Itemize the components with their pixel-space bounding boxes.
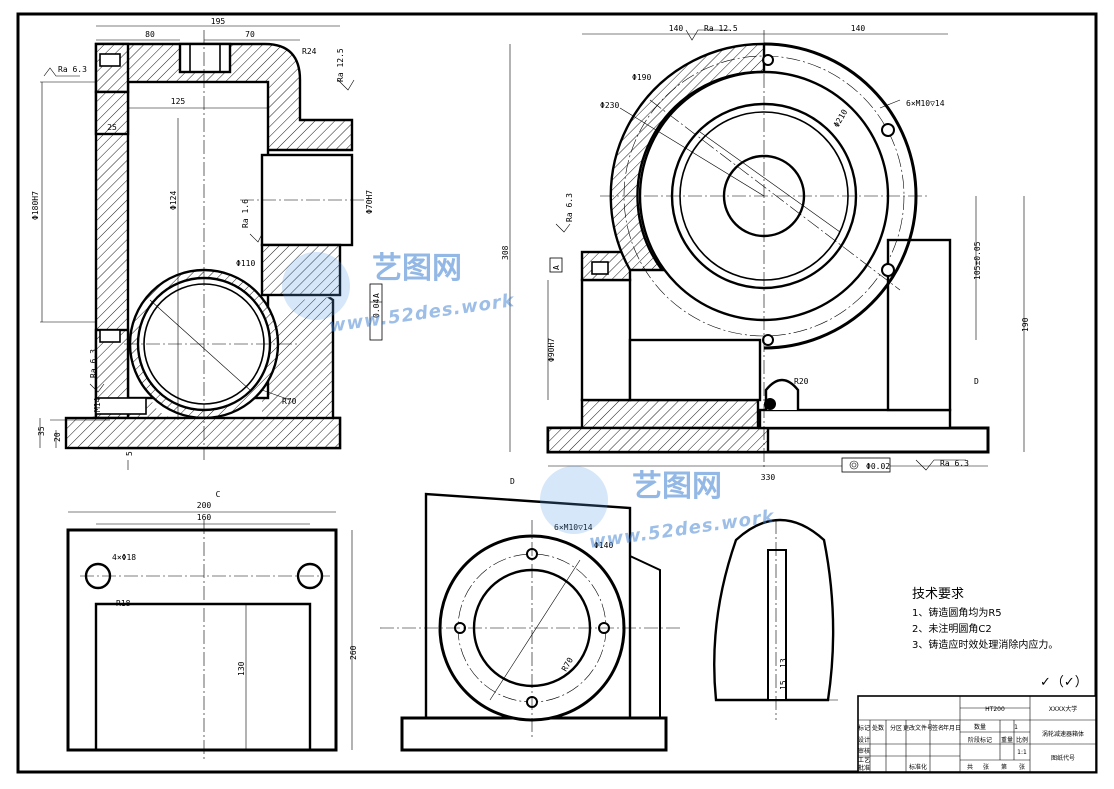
dim-140-left: 140 (669, 24, 684, 33)
dim-overall-width: 195 (211, 17, 226, 26)
tb-qty-label: 数量 (974, 723, 986, 731)
dim-13: 13 (779, 658, 788, 668)
tb-scale-value: 1:1 (1017, 749, 1027, 756)
tb-sheet-label-2: 张 (983, 763, 989, 771)
tb-row-label-2: 处数 (872, 724, 884, 732)
dim-5: 5 (125, 451, 134, 456)
dim-330: 330 (761, 473, 776, 482)
watermark-brand-1: 艺图网 (372, 251, 462, 286)
dim-105: 105±0.05 (973, 241, 982, 280)
dim-25: 25 (107, 123, 117, 132)
tb-sheet-label-1: 共 (967, 763, 973, 771)
technical-requirements: 技术要求 1、铸造圆角均为R5 2、未注明圆角C2 3、铸造应时效处理消除内应力… (912, 587, 1088, 690)
roughness-ra63-side: Ra 6.3 (565, 193, 574, 222)
tb-scale-label: 比例 (1016, 736, 1028, 744)
dim-phi210: Φ210 (832, 108, 850, 129)
tb-side-label-4: 标准化 (909, 763, 927, 771)
top-view: C 200 160 4×Φ18 R18 130 260 (66, 490, 358, 760)
datum-a-front: A (372, 293, 381, 298)
dim-phi190: Φ190 (632, 73, 651, 82)
surface-roughness-mark: ✓（✓） (1040, 675, 1088, 690)
view-label-c: C (216, 490, 221, 499)
dim-6xm10-d: 6×M10▽14 (554, 523, 593, 532)
tb-side-label-3: 工艺 (858, 756, 870, 764)
roughness-ra63-lower: Ra 6.3 (89, 349, 98, 378)
dim-125: 125 (171, 97, 186, 106)
dim-phi140: Φ140 (594, 541, 613, 550)
dim-160: 160 (197, 513, 212, 522)
dim-r18: R18 (116, 599, 131, 608)
tb-drawing-code: 图纸代号 (1051, 754, 1075, 762)
dim-r70: R70 (282, 397, 297, 406)
roughness-ra125-top: Ra 12.5 (704, 24, 738, 33)
tolerance-004: 0.04 (372, 299, 381, 318)
dim-phi180h7: Φ180H7 (31, 191, 40, 220)
dim-15: 15 (779, 680, 788, 690)
dim-70: 70 (245, 30, 255, 39)
tb-school: XXXX大学 (1049, 705, 1077, 713)
watermark-brand-2: 艺图网 (632, 469, 722, 504)
dim-140-right: 140 (851, 24, 866, 33)
rib-section-view: 13 15 (713, 518, 838, 720)
tb-side-label-5: 批准 (858, 764, 870, 772)
dim-phi90h7: Φ90H7 (547, 338, 556, 362)
roughness-ra63-base: Ra 6.3 (940, 459, 969, 468)
dim-200: 200 (197, 501, 212, 510)
dim-phi70h7: Φ70H7 (365, 190, 374, 214)
dim-phi124: Φ124 (169, 191, 178, 210)
dim-80: 80 (145, 30, 155, 39)
tb-part-name: 涡轮减速器箱体 (1042, 730, 1084, 738)
tb-row-label-4: 更改文件号 (903, 724, 933, 732)
tb-weight-label: 重量 (1001, 736, 1013, 744)
tb-sheet-label-4: 张 (1019, 763, 1025, 771)
dim-35: 35 (37, 426, 46, 436)
dim-phi230: Φ230 (600, 101, 619, 110)
view-arrow-d: D (974, 377, 979, 386)
tb-row-label-6: 年月日 (943, 724, 961, 732)
front-section-view: 195 80 70 R24 Ra 6.3 Ra 12.5 125 25 Φ180… (31, 17, 383, 470)
dim-m14: M14 (93, 397, 102, 412)
dim-260: 260 (349, 645, 358, 660)
datum-a-side: A (552, 265, 561, 270)
tolerance-concentricity: Φ0.02 (866, 462, 890, 471)
dim-4xphi18: 4×Φ18 (112, 553, 136, 562)
dim-r24: R24 (302, 47, 317, 56)
tb-row-label-5: 签名 (932, 724, 944, 732)
dim-r20: R20 (794, 377, 809, 386)
tb-qty-value: 1 (1014, 724, 1018, 731)
dim-20: 20 (53, 432, 62, 442)
roughness-ra63-left: Ra 6.3 (58, 65, 87, 74)
tech-req-item-1: 1、铸造圆角均为R5 (912, 606, 1002, 619)
roughness-ra125: Ra 12.5 (336, 48, 345, 82)
roughness-ra16: Ra 1.6 (241, 199, 250, 228)
d-direction-view: D 6×M10▽14 Φ140 R70 (380, 477, 680, 752)
tb-side-label-2: 审核 (858, 747, 870, 755)
tb-row-label-3: 分区 (890, 724, 902, 732)
dim-130: 130 (237, 661, 246, 676)
watermark-url-1: www.52des.work (328, 290, 516, 337)
view-label-d: D (510, 477, 515, 486)
side-view: 140 Ra 12.5 140 Φ190 Φ230 6×M10▽14 Φ210 … (501, 24, 1030, 482)
tb-row-label-1: 标记 (858, 724, 870, 732)
title-block: HT200 XXXX大学 涡轮减速器箱体 图纸代号 数量 1 阶段标记 重量 比… (857, 695, 1097, 773)
tb-sheet-label-3: 第 (1001, 763, 1007, 771)
tb-material: HT200 (985, 706, 1005, 713)
tb-side-label-1: 设计 (858, 736, 870, 744)
dim-190: 190 (1021, 317, 1030, 332)
tech-req-item-3: 3、铸造应时效处理消除内应力。 (912, 638, 1058, 651)
dim-308: 308 (501, 245, 510, 260)
tech-req-item-2: 2、未注明圆角C2 (912, 622, 992, 635)
tech-req-title: 技术要求 (912, 587, 964, 602)
dim-phi110: Φ110 (236, 259, 255, 268)
tb-stage-label: 阶段标记 (968, 736, 992, 744)
dim-6xm10-side: 6×M10▽14 (906, 99, 945, 108)
sheet-border (16, 12, 1098, 774)
